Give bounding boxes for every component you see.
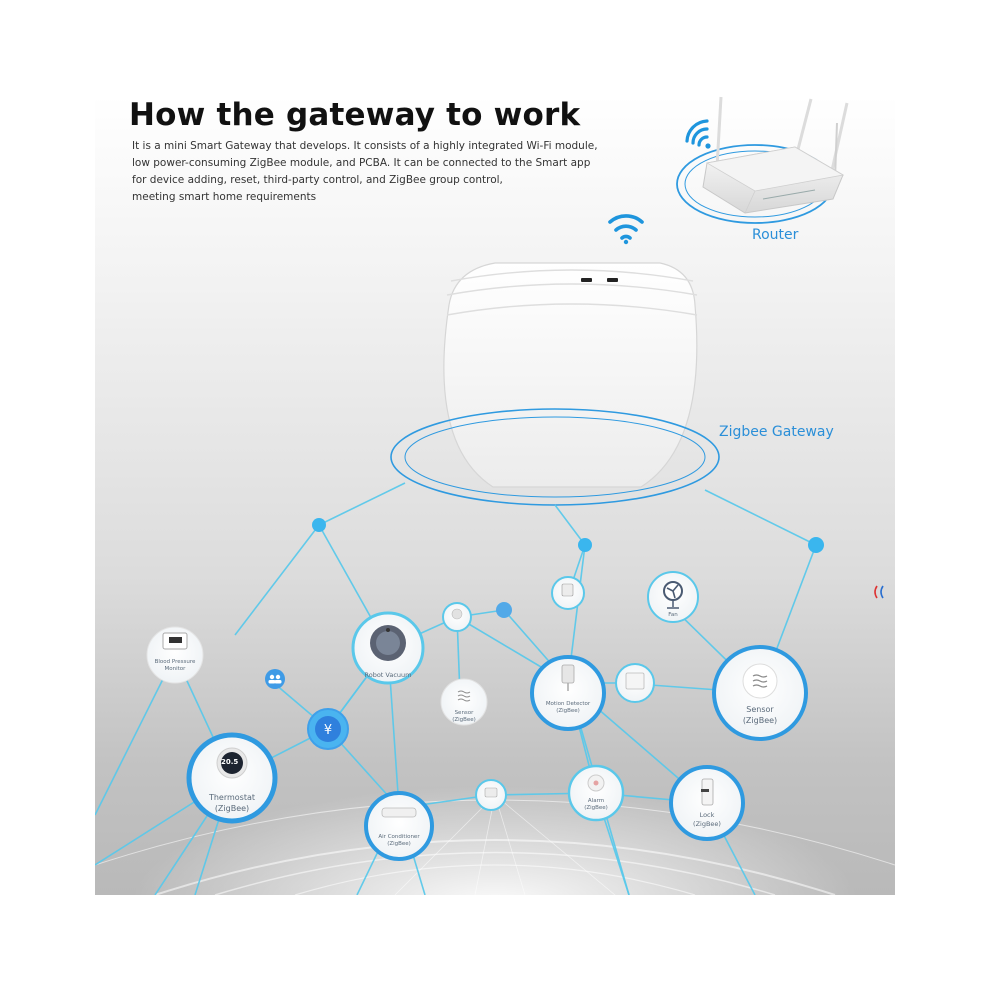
label-sensor-small: Sensor (ZigBee) xyxy=(452,710,476,723)
device-motion-detector xyxy=(530,655,606,731)
label-alarm: Alarm (ZigBee) xyxy=(584,798,608,811)
device-thermostat xyxy=(186,732,278,824)
intro-line: for device adding, reset, third-party co… xyxy=(132,174,503,186)
device-door-sensor xyxy=(551,576,585,610)
connector-dots xyxy=(312,518,824,618)
wifi-icon xyxy=(685,119,709,147)
gateway-label: Zigbee Gateway xyxy=(719,424,834,440)
label-air-conditioner: Air Conditioner (ZigBee) xyxy=(378,834,420,847)
device-lock xyxy=(669,765,745,841)
page-title: How the gateway to work xyxy=(129,97,581,133)
users-node xyxy=(265,669,285,689)
yen-icon: ¥ xyxy=(324,723,332,738)
label-robot-vacuum: Robot Vacuum xyxy=(364,671,412,679)
label-blood-pressure: Blood Pressure Monitor xyxy=(154,659,196,672)
router-label: Router xyxy=(752,227,799,243)
gateway-led xyxy=(607,278,618,282)
label-thermostat: Thermostat (ZigBee) xyxy=(208,793,256,813)
intro-line: meeting smart home requirements xyxy=(132,191,317,203)
intro-line: low power-consuming ZigBee module, and P… xyxy=(132,157,591,169)
router-antenna xyxy=(715,96,723,168)
diagram-canvas: How the gateway to work It is a mini Sma… xyxy=(95,95,895,895)
label-fan: Fan xyxy=(668,612,678,618)
device-alarm xyxy=(567,764,625,822)
device-sensor-small xyxy=(440,678,488,726)
label-sensor-big: Sensor (ZigBee) xyxy=(742,705,778,725)
device-blood-pressure xyxy=(146,626,204,684)
yen-node: ¥ xyxy=(307,708,349,750)
gateway-led xyxy=(581,278,592,282)
router-antenna xyxy=(829,102,849,176)
router-group xyxy=(676,96,849,224)
network-diagram: ¥ xyxy=(95,96,895,895)
device-sensor-big xyxy=(712,645,808,741)
device-air-conditioner xyxy=(364,791,434,861)
wifi-icon xyxy=(608,214,644,240)
intro-text: It is a mini Smart Gateway that develops… xyxy=(132,138,632,206)
router-antenna xyxy=(834,122,838,180)
intro-line: It is a mini Smart Gateway that develops… xyxy=(132,140,598,152)
device-small-bottom xyxy=(475,779,507,811)
edge-mark xyxy=(874,585,884,599)
users-icon xyxy=(268,674,282,684)
gateway-device xyxy=(443,262,698,488)
gateway-ring-inner xyxy=(404,416,706,498)
thermostat-reading: 20.5 xyxy=(221,758,239,766)
device-fan xyxy=(647,571,699,623)
label-motion-detector: Motion Detector (ZigBee) xyxy=(545,701,591,714)
label-lock: Lock (ZigBee) xyxy=(693,811,721,828)
device-robot-vacuum xyxy=(351,611,425,685)
device-small-node xyxy=(442,602,472,632)
device-switch xyxy=(615,663,655,703)
